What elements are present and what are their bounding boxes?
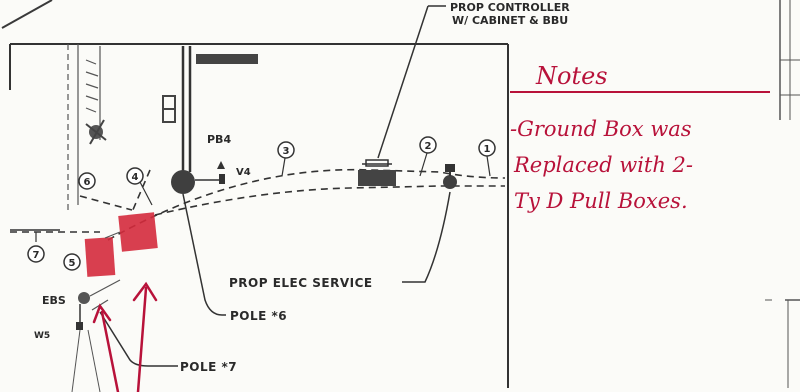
pull-box-lower <box>84 237 116 277</box>
elec-service-label: PROP ELEC SERVICE <box>229 276 373 290</box>
plan-frame <box>9 43 509 388</box>
notes-line-1: -Ground Box was <box>510 117 692 141</box>
pb4-label: PB4 <box>207 133 231 146</box>
svg-text:5: 5 <box>69 258 76 269</box>
w5-label: W5 <box>34 331 50 341</box>
electric-service-symbol <box>443 164 457 189</box>
svg-text:1: 1 <box>484 144 491 155</box>
red-markup-arrows <box>92 281 158 392</box>
marker-7: 7 <box>27 232 45 263</box>
marker-6: 6 <box>78 172 96 190</box>
notes-line-3: Ty D Pull Boxes. <box>514 189 688 213</box>
pull-box-upper <box>118 212 158 252</box>
svg-text:2: 2 <box>425 141 432 152</box>
controller-label-line1: PROP CONTROLLER <box>450 1 570 14</box>
road-edge-line <box>1 0 53 29</box>
tree-symbol <box>85 119 107 145</box>
pole-6-label: POLE *6 <box>230 309 287 323</box>
v4-label: V4 <box>236 167 251 178</box>
controller-cabinet-symbol <box>358 159 396 186</box>
svg-text:3: 3 <box>283 146 290 157</box>
push-button-symbol <box>195 161 225 184</box>
pole-6-symbol <box>171 170 195 194</box>
controller-leader <box>377 5 446 159</box>
marker-3: 3 <box>277 141 295 177</box>
elec-service-leader <box>402 191 451 283</box>
marker-5: 5 <box>63 253 81 271</box>
notes-title: Notes <box>535 62 608 90</box>
conduit-runs <box>10 168 506 241</box>
svg-text:4: 4 <box>132 172 139 183</box>
marker-1: 1 <box>478 139 496 177</box>
adjacent-sheet-edge <box>765 0 800 388</box>
svg-text:7: 7 <box>33 250 40 261</box>
controller-label-line2: W/ CABINET & BBU <box>452 14 568 27</box>
pole-7-leader <box>99 311 178 367</box>
pole-7-label: POLE *7 <box>180 360 237 374</box>
marker-2: 2 <box>419 136 437 177</box>
ebs-label: EBS <box>42 294 66 307</box>
signal-mast-arm <box>162 46 258 172</box>
marker-4: 4 <box>126 167 153 206</box>
svg-text:6: 6 <box>84 177 91 188</box>
pole-6-leader <box>182 193 226 316</box>
crosswalk-hatching <box>67 44 101 210</box>
pull-boxes-markup <box>84 212 158 277</box>
pole-7-symbol <box>71 279 121 392</box>
notes-line-2: Replaced with 2- <box>513 153 693 177</box>
